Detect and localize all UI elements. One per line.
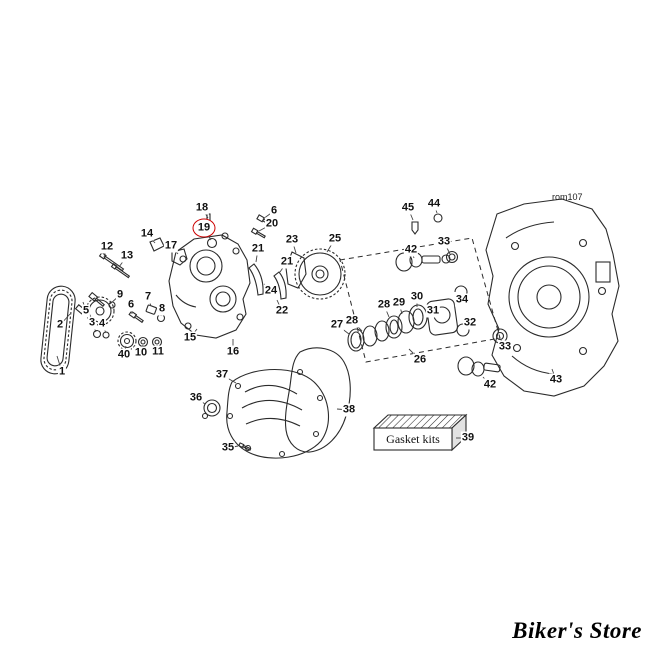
store-logo: Biker's Store (512, 618, 642, 643)
part-label-20: 20 (264, 217, 280, 231)
gasket-kits-box (372, 413, 468, 452)
part-label-19: 19 (192, 218, 216, 238)
cam-cover (201, 368, 330, 459)
part-label-25: 25 (327, 232, 343, 246)
part-label-42: 42 (482, 378, 498, 392)
cam-sprocket (294, 248, 346, 300)
part-label-1: 1 (57, 365, 67, 379)
cover-gasket (284, 347, 351, 453)
long-bolts (98, 251, 131, 279)
crank-sprocket (85, 296, 116, 339)
part-label-35: 35 (220, 441, 236, 455)
part-label-16: 16 (225, 345, 241, 359)
part-label-28: 28 (376, 298, 392, 312)
part-label-7: 7 (143, 290, 153, 304)
part-label-22: 22 (274, 304, 290, 318)
part-label-12: 12 (99, 240, 115, 254)
part-label-31: 31 (425, 304, 441, 318)
cam-chain (40, 285, 76, 375)
part-label-2: 2 (55, 318, 65, 332)
part-label-9: 9 (115, 288, 125, 302)
part-label-32: 32 (462, 316, 478, 330)
part-label-42: 42 (403, 243, 419, 257)
part-label-14: 14 (139, 227, 155, 241)
part-label-17: 17 (163, 239, 179, 253)
part-label-45: 45 (400, 201, 416, 215)
reference-code: rom107 (552, 192, 583, 202)
part-label-37: 37 (214, 368, 230, 382)
part-label-26: 26 (412, 353, 428, 367)
part-label-8: 8 (157, 302, 167, 316)
part-label-15: 15 (182, 331, 198, 345)
part-label-21: 21 (279, 255, 295, 269)
part-label-18: 18 (194, 201, 210, 215)
part-label-6: 6 (126, 298, 136, 312)
part-label-40: 40 (116, 348, 132, 362)
cam-support-plate (168, 234, 251, 339)
part-label-11: 11 (151, 345, 165, 359)
part-label-33: 33 (497, 340, 513, 354)
part-label-33: 33 (436, 235, 452, 249)
part-label-44: 44 (426, 197, 442, 211)
part-label-30: 30 (409, 290, 425, 304)
part-label-38: 38 (341, 403, 357, 417)
subassembly-outline (339, 237, 501, 363)
part-label-39: 39 (460, 431, 476, 445)
rear-camshaft (457, 328, 508, 377)
part-label-36: 36 (188, 391, 204, 405)
gasket-kits-label: Gasket kits (386, 432, 440, 446)
part-label-5: 5 (81, 304, 91, 318)
part-label-29: 29 (391, 296, 407, 310)
part-label-10: 10 (133, 346, 149, 360)
gear-washer-nut (117, 331, 163, 351)
part-label-23: 23 (284, 233, 300, 247)
crankcase (485, 198, 620, 397)
hardware-cluster (128, 304, 166, 324)
part-label-43: 43 (548, 373, 564, 387)
part-label-24: 24 (263, 284, 279, 298)
part-label-3: 3 (87, 316, 97, 330)
part-label-13: 13 (119, 249, 135, 263)
part-label-28: 28 (344, 314, 360, 328)
part-label-6: 6 (269, 204, 279, 218)
part-label-4: 4 (97, 317, 107, 331)
part-label-34: 34 (454, 293, 470, 307)
front-camshaft (395, 213, 459, 272)
part-label-27: 27 (329, 318, 345, 332)
part-label-21: 21 (250, 242, 266, 256)
